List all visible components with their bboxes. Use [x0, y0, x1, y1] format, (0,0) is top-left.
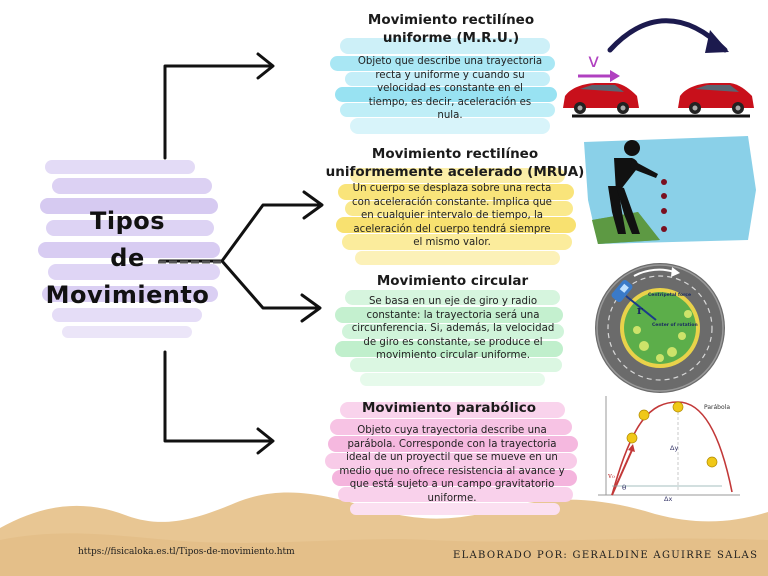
radius-label: r	[637, 304, 643, 317]
section-parabolic-title: Movimiento parabólico	[361, 400, 537, 416]
angle-label: θ	[622, 484, 626, 492]
connector-arrow-3	[220, 259, 320, 310]
person-icon	[608, 140, 658, 234]
section-mru-description: Objeto que describe una trayectoria rect…	[357, 56, 543, 122]
section-parabolic-description: Objeto cuya trayectoria describe una par…	[339, 425, 565, 504]
mrua-illustration	[584, 136, 756, 244]
centripetal-label: Centripetal force	[648, 292, 691, 298]
falling-ball-dots	[661, 179, 667, 232]
projectile-balls	[626, 401, 718, 468]
section-circular-title: Movimiento circular	[376, 273, 529, 289]
initial-velocity-label: v₀	[607, 472, 615, 480]
car-left-icon	[563, 83, 639, 114]
car-right-icon	[678, 83, 754, 114]
section-circular-description: Se basa en un eje de giro y radio consta…	[351, 296, 555, 362]
main-title-line-3: Movimiento	[45, 281, 210, 309]
main-title: Tipos de Movimiento	[40, 203, 215, 314]
circular-motion-illustration: Centripetal force r Center of rotation	[595, 263, 725, 393]
velocity-label: v	[588, 50, 599, 72]
mru-car-illustration: v	[563, 18, 754, 118]
section-mrua-title: Movimiento rectilíneo uniformemente acel…	[325, 146, 585, 180]
main-title-line-2: de	[110, 244, 145, 272]
section-mru-title: Movimiento rectilíneo uniforme (M.R.U.)	[367, 12, 535, 46]
race-car-icon	[611, 279, 633, 303]
author-credit: ELABORADO POR: GERALDINE AGUIRRE SALAS	[453, 550, 759, 561]
connector-arrow-4	[163, 350, 272, 443]
source-url[interactable]: https://fisicaloka.es.tl/Tipos-de-movimi…	[78, 547, 295, 557]
section-mrua-description: Un cuerpo se desplaza sobre una recta co…	[352, 183, 552, 249]
delta-x-label: Δx	[664, 495, 672, 502]
center-label: Center of rotation	[652, 322, 698, 328]
delta-y-label: Δy	[670, 444, 678, 452]
parabolic-motion-illustration: Parábola Δy Δx v₀ θ	[598, 396, 740, 502]
connector-arrow-1	[163, 64, 272, 160]
parabola-label: Parábola	[704, 404, 730, 411]
main-title-line-1: Tipos	[89, 207, 166, 235]
